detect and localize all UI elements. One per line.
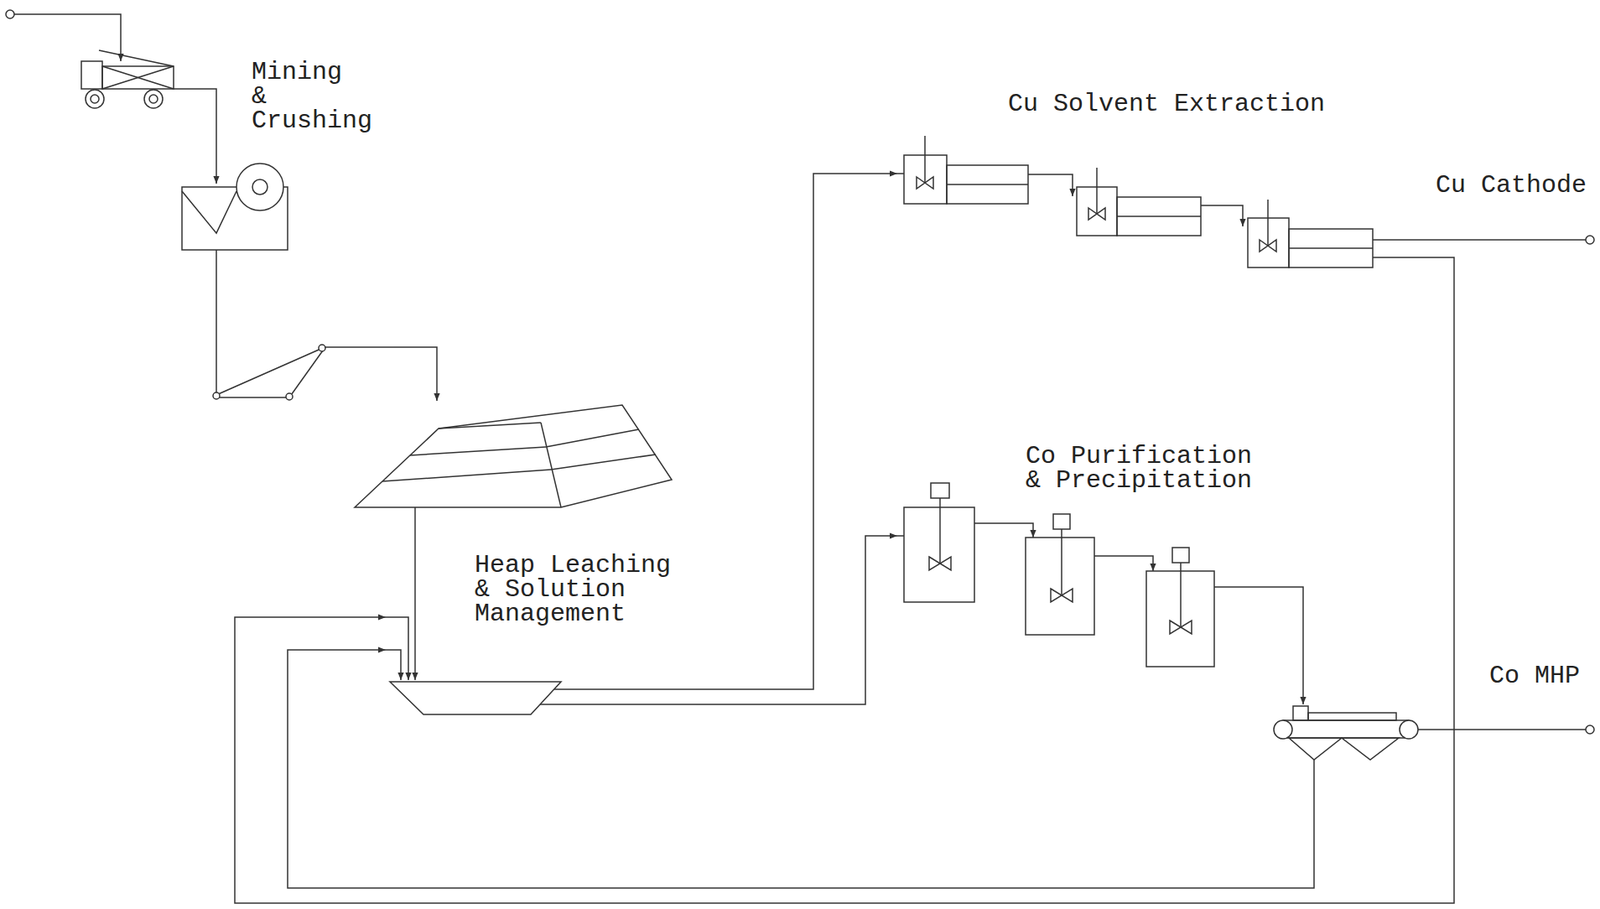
process-area: Co MHP xyxy=(1484,662,1598,743)
process-area: Co Purification & Precipitation xyxy=(897,442,1426,765)
process-label: Cu Cathode xyxy=(1435,173,1587,198)
process-label: Mining & Crushing xyxy=(251,60,380,134)
process-area: Mining & Crushing xyxy=(76,46,395,403)
flow-line xyxy=(287,649,1315,889)
process-area: Cu Cathode xyxy=(1429,171,1598,252)
flow-line xyxy=(1425,728,1485,731)
flow-line xyxy=(1377,238,1430,241)
flow-line xyxy=(234,257,1455,904)
flow-line xyxy=(394,347,437,401)
process-area: Heap Leaching & Solution Management xyxy=(385,400,697,720)
process-label: Heap Leaching & Solution Management xyxy=(474,553,679,627)
flow-line xyxy=(696,535,898,705)
process-area: Cu Solvent Extraction xyxy=(897,83,1378,271)
process-label: Cu Solvent Extraction xyxy=(1007,92,1325,117)
process-label: Co MHP xyxy=(1489,664,1580,689)
flow-line xyxy=(696,173,898,690)
process-label: Co Purification & Precipitation xyxy=(1025,444,1268,494)
